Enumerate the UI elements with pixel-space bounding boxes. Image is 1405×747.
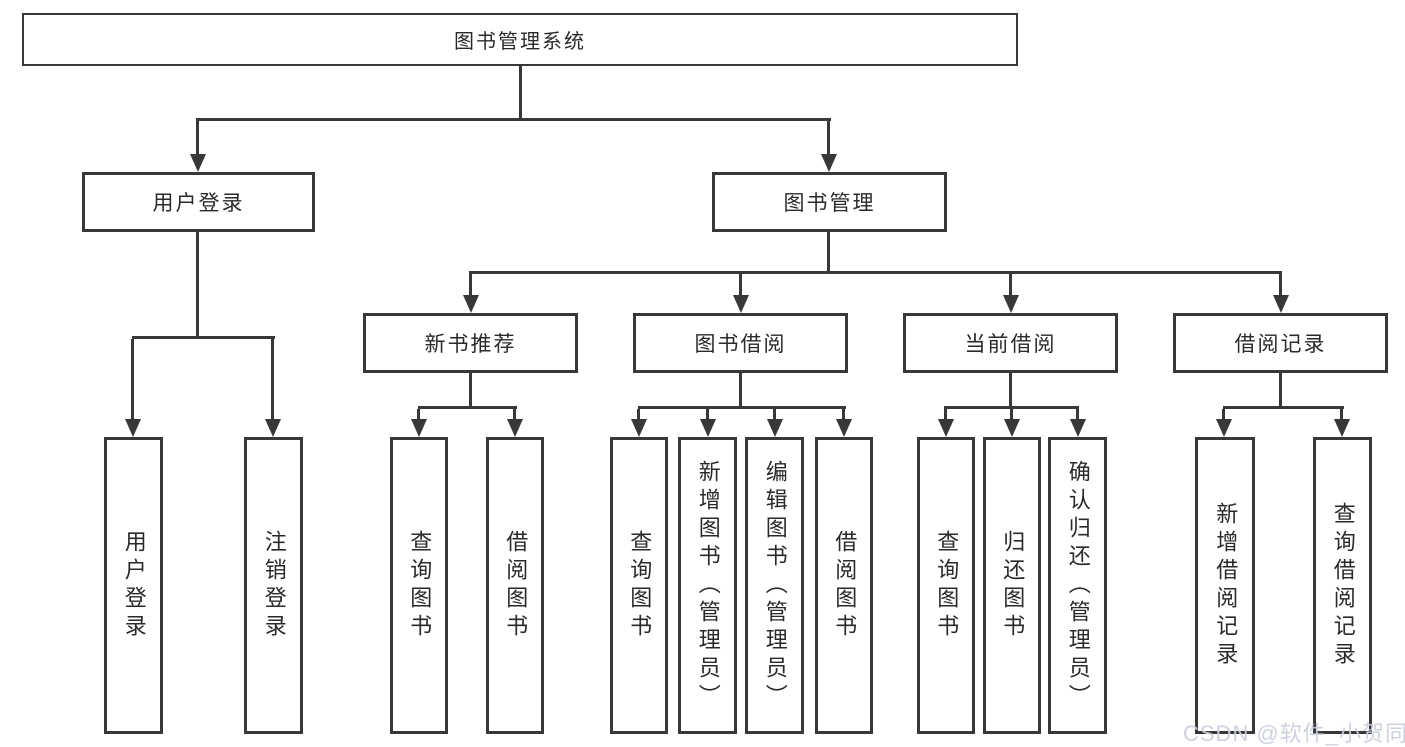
node-book-borrow: 图书借阅 — [633, 313, 848, 373]
connector-arrow-new-book — [462, 274, 479, 313]
connector-records-stub — [1279, 373, 1282, 406]
leaf-label: 借阅图书 — [832, 529, 858, 642]
connector-arrow-user-login — [189, 118, 206, 172]
leaf-label: 查询图书 — [934, 529, 960, 642]
connector-user-login-stub — [196, 232, 199, 336]
connector-records-bar — [1223, 406, 1344, 409]
connector-arrow-bb-query — [630, 409, 647, 437]
connector-arrow-rec-query — [1333, 409, 1350, 437]
leaf-cb-query-books: 查询图书 — [917, 437, 975, 734]
node-current-borrow: 当前借阅 — [903, 313, 1118, 373]
connector-arrow-cb-return — [1003, 409, 1020, 437]
leaf-bb-add-books-admin: 新增图书（管理员） — [678, 437, 737, 734]
connector-arrow-nb-query — [410, 409, 427, 437]
leaf-label: 借阅图书 — [503, 529, 529, 642]
connector-arrow-cb-confirm — [1069, 409, 1086, 437]
csdn-watermark: CSDN @软件_小贺同学 — [1183, 721, 1405, 746]
connector-borrow-stub — [739, 373, 742, 406]
leaf-label: 注销登录 — [261, 529, 287, 642]
connector-arrow-records — [1272, 274, 1289, 313]
node-user-login: 用户登录 — [82, 172, 315, 232]
connector-arrow-current — [1002, 274, 1019, 313]
leaf-nb-query-books: 查询图书 — [390, 437, 448, 734]
connector-new-book-bar — [418, 406, 517, 409]
node-library-system: 图书管理系统 — [22, 13, 1018, 66]
leaf-label: 用户登录 — [121, 529, 147, 642]
connector-level2-bar — [197, 118, 831, 121]
connector-arrow-cb-query — [937, 409, 954, 437]
leaf-label: 新增图书（管理员） — [695, 459, 721, 712]
connector-current-bar — [944, 406, 1079, 409]
connector-arrow-bb-edit — [766, 409, 783, 437]
node-borrow-records: 借阅记录 — [1173, 313, 1388, 373]
connector-book-mgmt-stub — [827, 232, 830, 271]
connector-arrow-bb-add — [699, 409, 716, 437]
connector-current-stub — [1009, 373, 1012, 406]
leaf-cb-confirm-return-admin: 确认归还（管理员） — [1048, 437, 1107, 734]
connector-borrow-bar — [638, 406, 846, 409]
connector-arrow-borrow — [732, 274, 749, 313]
leaf-cb-return-books: 归还图书 — [983, 437, 1041, 734]
leaf-label: 归还图书 — [1000, 529, 1026, 642]
connector-arrow-book-mgmt — [820, 118, 837, 172]
leaf-bb-query-books: 查询图书 — [610, 437, 668, 734]
leaf-bb-borrow-books: 借阅图书 — [815, 437, 873, 734]
leaf-label: 编辑图书（管理员） — [762, 459, 788, 712]
leaf-label: 新增借阅记录 — [1213, 501, 1239, 670]
leaf-rec-query-record: 查询借阅记录 — [1313, 437, 1372, 734]
connector-arrow-nb-borrow — [506, 409, 523, 437]
connector-arrow-logout — [264, 339, 281, 437]
node-book-management: 图书管理 — [712, 172, 947, 232]
connector-user-login-bar — [132, 336, 275, 339]
connector-root-stub — [519, 66, 522, 118]
leaf-label: 查询图书 — [627, 529, 653, 642]
leaf-rec-add-record: 新增借阅记录 — [1195, 437, 1255, 734]
leaf-label: 查询图书 — [407, 529, 433, 642]
connector-arrow-rec-add — [1215, 409, 1232, 437]
connector-arrow-bb-borrow — [835, 409, 852, 437]
node-new-book-recommend: 新书推荐 — [363, 313, 578, 373]
leaf-logout: 注销登录 — [244, 437, 303, 734]
leaf-bb-edit-books-admin: 编辑图书（管理员） — [745, 437, 804, 734]
leaf-user-login: 用户登录 — [104, 437, 163, 734]
connector-level3-bar — [469, 271, 1282, 274]
leaf-nb-borrow-books: 借阅图书 — [486, 437, 544, 734]
leaf-label: 查询借阅记录 — [1330, 501, 1356, 670]
leaf-label: 确认归还（管理员） — [1065, 459, 1091, 712]
connector-arrow-login — [124, 339, 141, 437]
connector-new-book-stub — [469, 373, 472, 406]
